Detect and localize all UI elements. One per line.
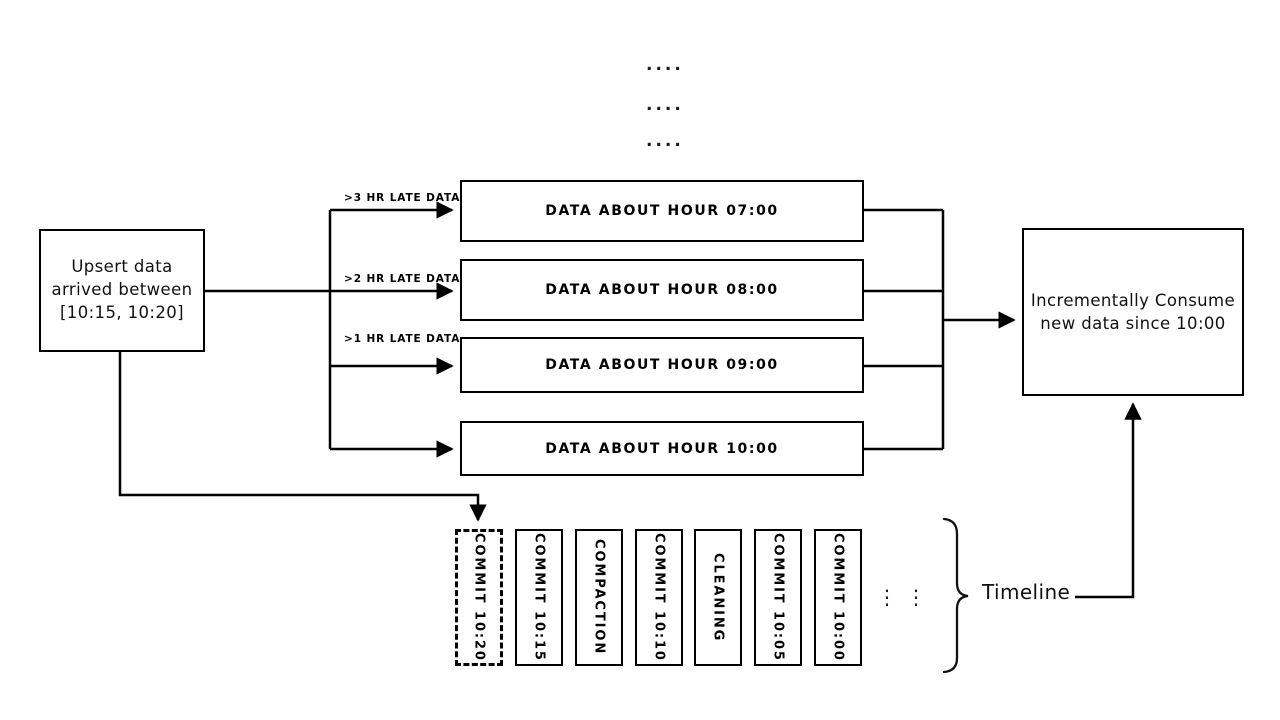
ellipsis-row-1: .... [646, 55, 684, 75]
ellipsis-row-3: .... [646, 131, 684, 151]
incremental-consume-box[interactable]: Incrementally Consume new data since 10:… [1022, 228, 1244, 396]
timeline-commit-label-1005: COMMIT 10:05 [770, 533, 786, 662]
edge-label-1hr-late: >1 HR LATE DATA [344, 333, 461, 345]
timeline-commit-box-1015[interactable]: COMMIT 10:15 [515, 529, 563, 666]
hour-partition-box-08[interactable]: DATA ABOUT HOUR 08:00 [460, 259, 864, 321]
ellipsis-row-2: .... [646, 95, 684, 115]
hour-partition-label-07: DATA ABOUT HOUR 07:00 [545, 203, 779, 219]
timeline-compaction-box[interactable]: COMPACTION [575, 529, 623, 666]
timeline-cleaning-label: CLEANING [710, 552, 726, 643]
hour-partition-box-07[interactable]: DATA ABOUT HOUR 07:00 [460, 180, 864, 242]
timeline-commit-label-1000: COMMIT 10:00 [830, 533, 846, 662]
wire-upsert-to-commit [118, 352, 487, 522]
edge-label-3hr-late: >3 HR LATE DATA [344, 192, 461, 204]
timeline-commit-box-1000[interactable]: COMMIT 10:00 [814, 529, 862, 666]
timeline-commit-box-1020[interactable]: COMMIT 10:20 [455, 529, 503, 666]
timeline-commit-label-1010: COMMIT 10:10 [651, 533, 667, 662]
timeline-label: Timeline [982, 580, 1071, 604]
hour-partition-label-10: DATA ABOUT HOUR 10:00 [545, 440, 779, 457]
wire-timeline-to-consume [1075, 402, 1142, 599]
upsert-data-label: Upsert data arrived between [10:15, 10:2… [51, 257, 193, 322]
edge-label-2hr-late: >2 HR LATE DATA [344, 273, 461, 285]
timeline-commit-box-1010[interactable]: COMMIT 10:10 [635, 529, 683, 666]
timeline-compaction-label: COMPACTION [591, 539, 607, 656]
upsert-data-box[interactable]: Upsert data arrived between [10:15, 10:2… [39, 229, 205, 352]
hour-partition-box-10[interactable]: DATA ABOUT HOUR 10:00 [460, 421, 864, 476]
hour-partition-label-08: DATA ABOUT HOUR 08:00 [545, 282, 779, 298]
timeline-commit-box-1005[interactable]: COMMIT 10:05 [754, 529, 802, 666]
incremental-consume-label: Incrementally Consume new data since 10:… [1030, 290, 1236, 333]
hour-partition-box-09[interactable]: DATA ABOUT HOUR 09:00 [460, 337, 864, 393]
timeline-commit-label-1020: COMMIT 10:20 [471, 533, 487, 662]
timeline-ellipsis-2: ⋮ [906, 585, 926, 609]
timeline-ellipsis-1: ⋮ [877, 585, 897, 609]
timeline-brace [942, 517, 969, 674]
timeline-commit-label-1015: COMMIT 10:15 [531, 533, 547, 662]
timeline-cleaning-box[interactable]: CLEANING [694, 529, 742, 666]
hour-partition-label-09: DATA ABOUT HOUR 09:00 [545, 357, 779, 373]
